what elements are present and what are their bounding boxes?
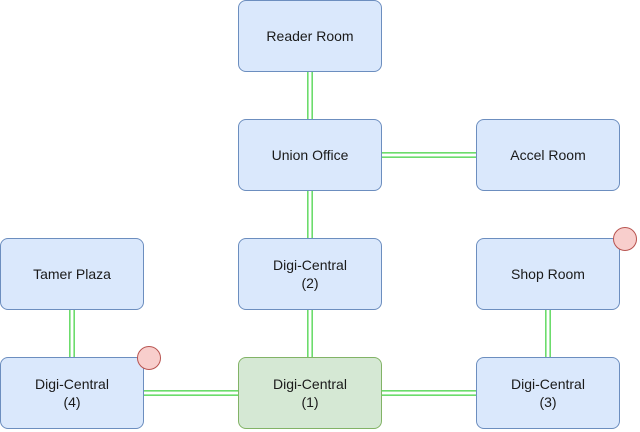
red-marker-digi-central-4 (137, 346, 161, 370)
node-label: Digi-Central (35, 376, 109, 392)
node-digi-central-3[interactable]: Digi-Central (3) (476, 357, 620, 429)
node-sublabel: (4) (63, 394, 81, 410)
node-digi-central-4[interactable]: Digi-Central (4) (0, 357, 144, 429)
node-label: Shop Room (511, 266, 585, 282)
node-accel-room[interactable]: Accel Room (476, 119, 620, 191)
node-label: Reader Room (266, 28, 354, 44)
node-sublabel: (3) (539, 394, 557, 410)
node-label: Accel Room (510, 147, 586, 163)
red-marker-shop-room (613, 227, 637, 251)
node-reader-room[interactable]: Reader Room (238, 0, 382, 72)
node-label: Digi-Central (273, 257, 347, 273)
node-label: Tamer Plaza (33, 266, 111, 282)
node-sublabel: (2) (301, 275, 319, 291)
node-sublabel: (1) (301, 394, 319, 410)
node-label: Union Office (271, 147, 349, 163)
node-union-office[interactable]: Union Office (238, 119, 382, 191)
node-digi-central-2[interactable]: Digi-Central (2) (238, 238, 382, 310)
node-digi-central-1[interactable]: Digi-Central (1) (238, 357, 382, 429)
node-shop-room[interactable]: Shop Room (476, 238, 620, 310)
node-label: Digi-Central (511, 376, 585, 392)
node-tamer-plaza[interactable]: Tamer Plaza (0, 238, 144, 310)
node-label: Digi-Central (273, 376, 347, 392)
